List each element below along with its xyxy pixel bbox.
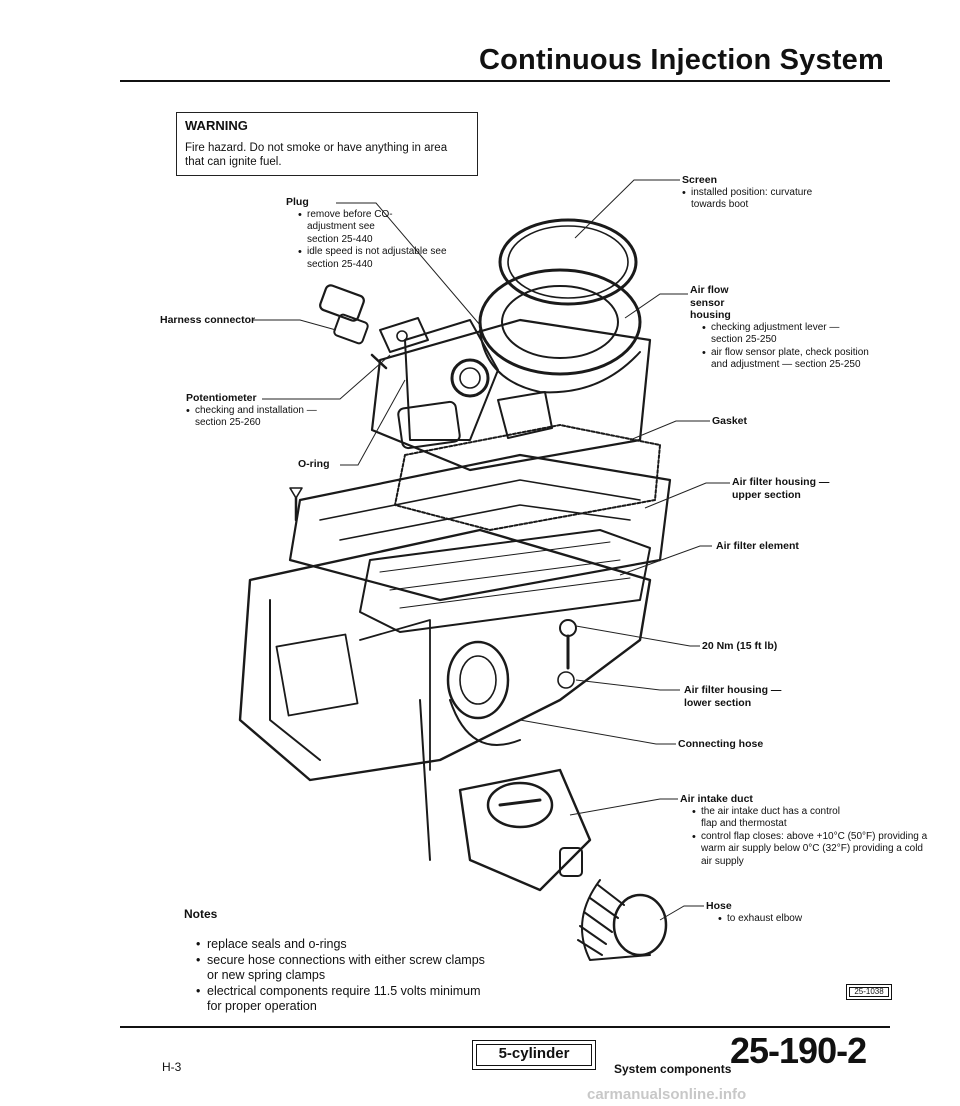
callout-air-flow-sensor-housing: Air flow sensor housing checking adjustm… bbox=[690, 284, 880, 372]
exhaust-hose-shape bbox=[577, 879, 668, 961]
warning-box: WARNING Fire hazard. Do not smoke or hav… bbox=[176, 112, 478, 176]
callout-plug-bullet: idle speed is not adjustable see section… bbox=[298, 246, 458, 271]
callout-torque: 20 Nm (15 ft lb) bbox=[702, 640, 777, 653]
air-filter-lower-shape bbox=[238, 528, 652, 861]
footer-model-box: 5-cylinder bbox=[472, 1040, 596, 1070]
callout-o-ring-name: O-ring bbox=[298, 458, 330, 470]
callout-o-ring: O-ring bbox=[298, 458, 330, 471]
callout-air-flow-sensor-housing-bullet: checking adjustment lever — section 25-2… bbox=[702, 322, 852, 347]
callout-screen: Screen installed position: curvature tow… bbox=[682, 174, 852, 212]
callout-connecting-hose: Connecting hose bbox=[678, 738, 763, 751]
callout-gasket-name: Gasket bbox=[712, 415, 748, 427]
connecting-hose-shape bbox=[446, 640, 521, 746]
callout-air-flow-sensor-housing-name: Air flow sensor housing bbox=[690, 284, 731, 321]
callout-air-intake-duct-name: Air intake duct bbox=[680, 793, 753, 805]
callout-hose-name: Hose bbox=[706, 900, 732, 912]
figure-tag: 25-1038 bbox=[846, 984, 892, 1000]
callout-connecting-hose-name: Connecting hose bbox=[678, 738, 764, 750]
callout-potentiometer-name: Potentiometer bbox=[186, 392, 257, 404]
harness-connector-shape bbox=[319, 284, 369, 345]
callout-harness-connector: Harness connector bbox=[160, 314, 255, 327]
callout-air-filter-element-name: Air filter element bbox=[716, 540, 799, 552]
callout-air-filter-element: Air filter element bbox=[716, 540, 799, 553]
callout-plug: Plug remove before CO-adjustment see sec… bbox=[286, 196, 466, 271]
callout-potentiometer-bullet: checking and installation — section 25-2… bbox=[186, 405, 346, 430]
callout-hose-bullet: to exhaust elbow bbox=[718, 913, 846, 926]
air-filter-element-shape bbox=[359, 529, 651, 633]
intake-boot-shape bbox=[478, 268, 642, 394]
footer-page-code: H-3 bbox=[162, 1060, 182, 1074]
notes-item: secure hose connections with either scre… bbox=[196, 953, 496, 984]
page-title: Continuous Injection System bbox=[479, 44, 884, 76]
notes-item: electrical components require 11.5 volts… bbox=[196, 984, 486, 1015]
callout-air-filter-upper: Air filter housing — upper section bbox=[732, 476, 842, 501]
callout-plug-name: Plug bbox=[286, 196, 309, 208]
footer-section-number: 25-190-2 bbox=[730, 1030, 867, 1071]
callout-gasket: Gasket bbox=[712, 415, 747, 428]
footer-rule bbox=[120, 1026, 890, 1028]
callout-hose: Hose to exhaust elbow bbox=[706, 900, 846, 925]
screen-ring-shape bbox=[498, 218, 638, 306]
footer-section-label: System components bbox=[614, 1062, 732, 1076]
callout-air-filter-upper-name: Air filter housing — upper section bbox=[732, 476, 830, 501]
callout-air-filter-lower-name: Air filter housing — lower section bbox=[684, 684, 782, 709]
callout-screen-bullet: installed position: curvature towards bo… bbox=[682, 187, 822, 212]
warning-text: Fire hazard. Do not smoke or have anythi… bbox=[185, 142, 448, 168]
notes-item: replace seals and o-rings bbox=[196, 937, 584, 953]
warning-title: WARNING bbox=[185, 118, 248, 133]
notes-title: Notes bbox=[184, 907, 218, 921]
callout-air-filter-lower: Air filter housing — lower section bbox=[684, 684, 794, 709]
bolt-shape bbox=[557, 619, 577, 689]
callout-air-intake-duct: Air intake duct the air intake duct has … bbox=[680, 793, 940, 868]
notes-section: Notes replace seals and o-rings secure h… bbox=[184, 907, 584, 1015]
potentiometer-shape bbox=[370, 317, 429, 370]
screw-shape bbox=[289, 487, 303, 522]
watermark-text: carmanualsonline.info bbox=[587, 1086, 747, 1103]
callout-air-flow-sensor-housing-bullet: air flow sensor plate, check position an… bbox=[702, 347, 877, 372]
callout-harness-connector-name: Harness connector bbox=[160, 314, 256, 326]
air-flow-sensor-housing-shape bbox=[370, 318, 652, 472]
callout-potentiometer: Potentiometer checking and installation … bbox=[186, 392, 361, 430]
callout-air-intake-duct-bullet: control flap closes: above +10°C (50°F) … bbox=[692, 831, 932, 869]
air-intake-duct-shape bbox=[458, 768, 592, 892]
header-rule bbox=[120, 80, 890, 82]
callout-screen-name: Screen bbox=[682, 174, 718, 186]
callout-air-intake-duct-bullet: the air intake duct has a control flap a… bbox=[692, 806, 842, 831]
callout-plug-bullet: remove before CO-adjustment see section … bbox=[298, 209, 408, 247]
callout-torque-name: 20 Nm (15 ft lb) bbox=[702, 640, 778, 652]
